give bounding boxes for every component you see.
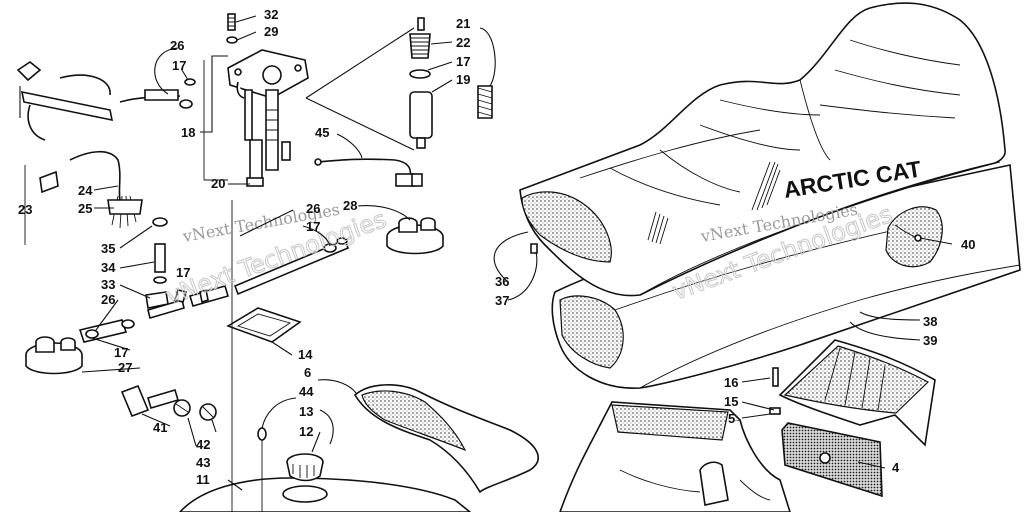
callout-44: 44	[299, 384, 314, 399]
fuel-pump-parts	[409, 17, 493, 149]
fuel-sending-unit	[25, 336, 83, 375]
fuel-line-main	[233, 237, 350, 296]
callout-23: 23	[18, 202, 32, 217]
callout-21: 21	[456, 16, 470, 31]
callout-15: 15	[724, 394, 738, 409]
callout-4: 4	[892, 460, 900, 475]
gasket	[226, 307, 302, 343]
fuel-rail	[16, 61, 196, 141]
callout-27: 27	[118, 360, 132, 375]
callout-20: 20	[211, 176, 225, 191]
callout-13: 13	[299, 404, 313, 419]
callout-40: 40	[961, 237, 975, 252]
callout-26: 26	[170, 38, 184, 53]
callout-16: 16	[724, 375, 738, 390]
seat-bracket	[778, 339, 936, 447]
callout-6: 6	[304, 365, 311, 380]
callout-26b: 26	[101, 292, 115, 307]
callout-29: 29	[264, 24, 278, 39]
callout-32: 32	[264, 7, 278, 22]
fuel-pump-assembly	[226, 13, 309, 187]
callout-17d: 17	[114, 345, 128, 360]
seat-clip	[530, 243, 538, 254]
fuel-cap	[286, 453, 324, 482]
callout-26c: 26	[306, 201, 320, 216]
callout-38: 38	[923, 314, 937, 329]
foam-block	[781, 422, 883, 498]
callout-19: 19	[456, 72, 470, 87]
callout-43: 43	[196, 455, 210, 470]
fuel-line-left	[78, 319, 135, 343]
callout-41: 41	[153, 420, 167, 435]
vent-valve	[386, 217, 444, 255]
wiring-harness	[24, 150, 143, 245]
callout-numbers: 32 29 26 17 18 20 21 22 17 19 45 24 25 2…	[18, 7, 975, 487]
callout-28: 28	[343, 198, 357, 213]
callout-17c: 17	[176, 265, 190, 280]
fuel-tank	[178, 477, 472, 512]
callout-24: 24	[78, 183, 93, 198]
callout-39: 39	[923, 333, 937, 348]
callout-34: 34	[101, 260, 116, 275]
callout-42: 42	[196, 437, 210, 452]
callout-22: 22	[456, 35, 470, 50]
seat-hatch-left	[647, 211, 669, 245]
callout-17e: 17	[306, 219, 320, 234]
callout-35: 35	[101, 241, 115, 256]
callout-25: 25	[78, 201, 92, 216]
seat-hatch-logo	[751, 161, 781, 211]
console-body	[559, 401, 791, 512]
fuel-level-sensor	[314, 158, 423, 187]
fuel-line-components	[145, 217, 229, 320]
leader-lines	[19, 15, 953, 491]
callout-12: 12	[299, 424, 313, 439]
seat-assembly: ARCTIC CAT	[519, 2, 1021, 389]
vent-lines	[120, 384, 217, 421]
callout-14: 14	[298, 347, 313, 362]
fuel-tank-cover	[353, 384, 539, 494]
callout-17b: 17	[456, 54, 470, 69]
callout-5: 5	[728, 411, 735, 426]
callout-11: 11	[196, 472, 210, 487]
callout-17: 17	[172, 58, 186, 73]
seat-base-opening	[559, 295, 624, 369]
callout-18: 18	[181, 125, 195, 140]
check-valve	[257, 427, 267, 512]
callout-37: 37	[495, 293, 509, 308]
seat-upholstery	[519, 2, 1006, 297]
rivet-assembly	[769, 367, 781, 415]
callout-36: 36	[495, 274, 509, 289]
callout-33: 33	[101, 277, 115, 292]
callout-45: 45	[315, 125, 329, 140]
seat-front-pocket	[521, 191, 612, 263]
